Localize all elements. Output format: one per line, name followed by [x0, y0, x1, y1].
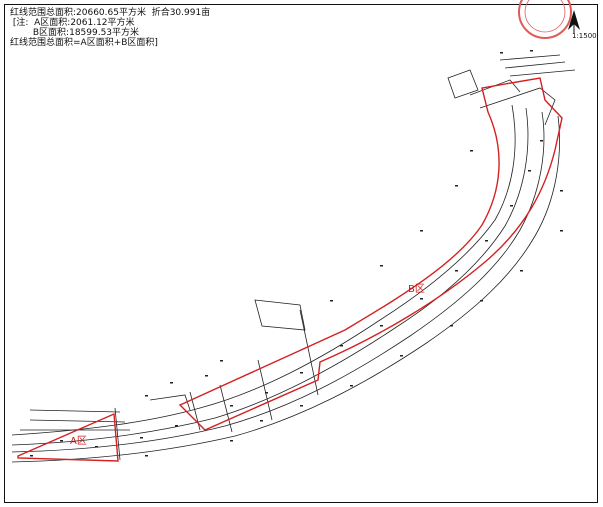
- note-zone-a-area: [注: A区面积:2061.12平方米: [10, 18, 135, 28]
- zone-b-boundary: [178, 77, 563, 431]
- note-formula: 红线范围总面积=A区面积+B区面积]: [10, 38, 158, 48]
- zone-a-boundary: [17, 412, 119, 462]
- north-arrow-icon: [568, 10, 580, 34]
- stamp-seal: [518, 0, 572, 39]
- zone-b-label: B区: [408, 283, 425, 295]
- road-linework: [11, 54, 576, 463]
- map-sheet: [4, 4, 598, 503]
- scale-label: 1:1500: [572, 32, 597, 40]
- note-zone-b-area: B区面积:18599.53平方米: [10, 28, 140, 38]
- note-total-area: 红线范围总面积:20660.65平方米 折合30.991亩: [10, 8, 211, 18]
- survey-points: [30, 50, 563, 457]
- map-notes: 红线范围总面积:20660.65平方米 折合30.991亩 [注: A区面积:2…: [10, 8, 210, 48]
- zone-a-label: A区: [70, 435, 87, 447]
